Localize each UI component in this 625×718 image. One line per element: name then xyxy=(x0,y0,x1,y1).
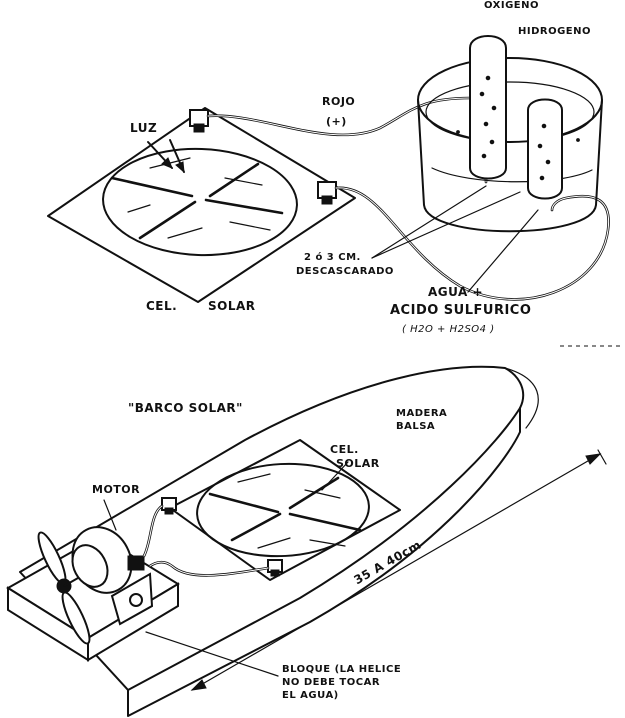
label-descascarado-2: DESCASCARADO xyxy=(296,266,394,277)
label-rojo-sign: (+) xyxy=(326,115,347,128)
label-motor: MOTOR xyxy=(92,483,141,496)
boat-wiring xyxy=(142,497,283,577)
label-descascarado-1: 2 ó 3 CM. xyxy=(304,252,361,263)
label-madera-2: BALSA xyxy=(396,421,436,432)
stripped-pointer-lines xyxy=(371,185,539,293)
boat-solar-cell xyxy=(169,439,401,581)
solar-cell-panel xyxy=(47,107,356,303)
propeller xyxy=(37,531,91,645)
length-dimension xyxy=(190,449,607,691)
label-acido: ACIDO SULFURICO xyxy=(390,303,532,318)
label-madera-1: MADERA xyxy=(396,408,448,419)
label-formula: ( H2O + H2SO4 ) xyxy=(402,324,495,335)
motor xyxy=(71,526,154,626)
label-oxigeno: OXIGENO xyxy=(484,0,539,11)
label-bloque-2: NO DEBE TOCAR xyxy=(282,677,381,688)
label-bloque-1: BLOQUE (LA HELICE xyxy=(282,664,402,675)
label-agua: AGUA + xyxy=(428,285,484,299)
label-cel-boat-1: CEL. xyxy=(330,443,359,456)
label-cel-top: CEL. xyxy=(146,299,178,313)
label-hidrogeno: HIDROGENO xyxy=(518,26,592,37)
label-solar-top: SOLAR xyxy=(208,299,256,313)
leader-lines xyxy=(103,461,349,677)
label-luz: LUZ xyxy=(130,121,158,135)
panel-terminals xyxy=(189,109,337,205)
label-barco: "BARCO SOLAR" xyxy=(128,401,243,415)
label-cel-boat-2: SOLAR xyxy=(336,457,380,470)
label-rojo: ROJO xyxy=(322,95,356,108)
label-bloque-3: EL AGUA) xyxy=(282,690,339,701)
electrolysis-beaker xyxy=(417,35,603,233)
light-arrows xyxy=(147,139,185,174)
